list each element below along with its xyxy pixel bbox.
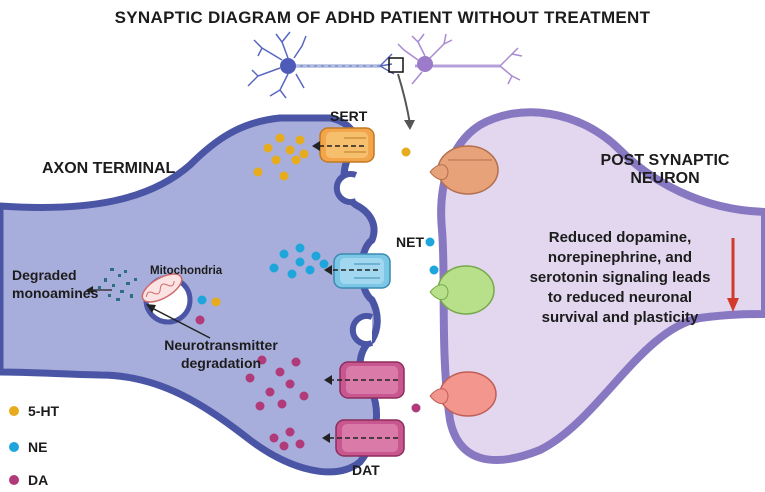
effect-message: Reduced dopamine, norepinephrine, and se… <box>510 228 730 328</box>
axon-terminal-label: AXON TERMINAL <box>42 160 176 177</box>
degraded-line2: monoamines <box>12 285 99 301</box>
dopamine-particles <box>195 315 421 451</box>
legend-5ht-label: 5-HT <box>28 403 60 419</box>
net-transporter <box>333 253 391 289</box>
legend-ne-label: NE <box>28 439 48 455</box>
postsynaptic-soma <box>417 56 433 72</box>
post-synaptic-line2: NEURON <box>630 170 700 187</box>
neuron-thumbnail <box>247 31 523 130</box>
neuro-line1: Neurotransmitter <box>164 337 278 353</box>
message-line2: norepinephrine, and <box>547 249 693 266</box>
degraded-monoamines-label: Degraded monoamines <box>12 266 98 302</box>
page-title: SYNAPTIC DIAGRAM OF ADHD PATIENT WITHOUT… <box>114 8 651 27</box>
post-synaptic-shape <box>437 108 765 464</box>
degradation-arrow <box>151 307 211 339</box>
serotonin-particles <box>211 133 411 307</box>
legend-da-dot <box>9 475 19 485</box>
receptor-green <box>429 265 495 315</box>
net-label: NET <box>396 234 424 250</box>
message-line1: Reduced dopamine, <box>548 229 692 246</box>
presynaptic-soma <box>280 58 296 74</box>
legend-5ht-dot <box>9 406 19 416</box>
neuro-line2: degradation <box>180 355 262 371</box>
sert-label: SERT <box>330 108 368 124</box>
message-line4: to reduced neuronal <box>547 289 693 306</box>
mitochondria-icon <box>141 273 183 303</box>
mitochondria-label: Mitochondria <box>150 265 223 277</box>
receptor-pink <box>429 371 497 417</box>
degraded-line1: Degraded <box>12 267 77 283</box>
neurotransmitter-degradation-label: Neurotransmitter degradation <box>146 336 296 372</box>
message-line3: serotonin signaling leads <box>529 269 711 286</box>
degraded-fragments <box>98 268 137 301</box>
zoom-arrow <box>397 73 411 125</box>
post-synaptic-label: POST SYNAPTIC NEURON <box>590 152 740 188</box>
post-synaptic-line1: POST SYNAPTIC <box>600 152 730 169</box>
message-line5: survival and plasticity <box>541 309 699 326</box>
legend-da-label: DA <box>28 472 49 488</box>
zoom-box <box>388 57 404 73</box>
legend-ne-dot <box>9 442 19 452</box>
norepinephrine-particles <box>197 237 439 305</box>
receptor-orange <box>429 145 499 195</box>
sert-transporter <box>319 127 375 163</box>
dat-label: DAT <box>352 462 380 478</box>
